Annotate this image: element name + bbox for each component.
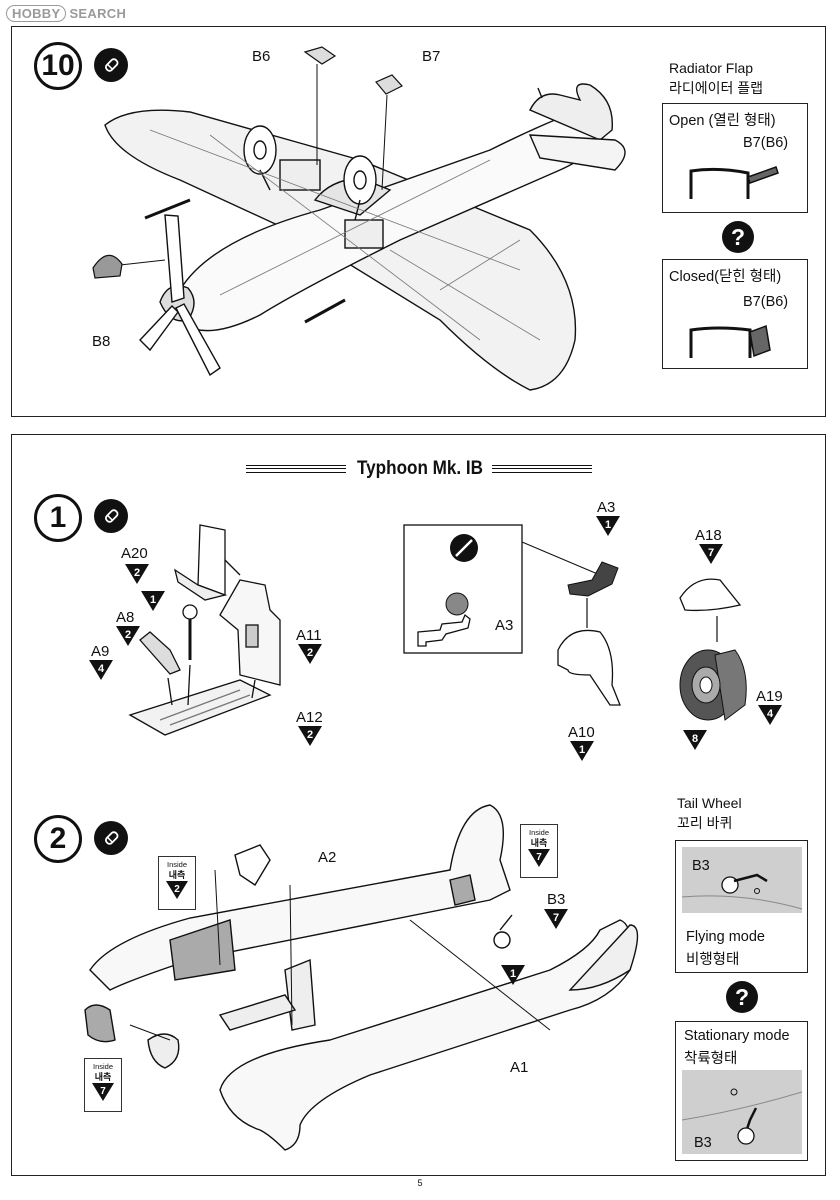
tailwheel-stationary-diagram	[682, 1070, 802, 1154]
qty-badge: 2	[115, 625, 141, 652]
qty-text: 2	[307, 647, 313, 659]
spitfire-assembly-drawing	[92, 46, 626, 391]
part-label-a12: A12	[296, 709, 323, 726]
inside-tag-en: Inside	[166, 860, 187, 869]
glue-icon	[94, 821, 128, 855]
tailwheel-flying-ko: 비행형태	[686, 952, 740, 968]
tailwheel-flying-inset: B3 Flying mode 비행형태	[675, 840, 808, 973]
part-label-b8: B8	[92, 333, 111, 350]
choice-icon: ?	[722, 221, 754, 253]
inside-tag: Inside 내측 7	[84, 1058, 122, 1112]
part-label-b6: B6	[252, 48, 271, 65]
qty-text: 1	[510, 968, 516, 980]
glue-icon	[94, 499, 128, 533]
qty-badge: 4	[88, 659, 114, 686]
inside-tag-en: Inside	[92, 1062, 113, 1071]
inside-tag-badge: 7	[92, 1083, 114, 1101]
tailwheel-stationary-ko: 착륙형태	[684, 1051, 738, 1067]
radiator-title-en: Radiator Flap	[669, 60, 754, 76]
tailwheel-flying-en: Flying mode	[686, 929, 765, 945]
inside-tag-ko: 내측	[168, 870, 186, 880]
radiator-closed-part: B7(B6)	[743, 294, 789, 310]
part-label-a20: A20	[121, 545, 148, 562]
inside-tag-badge: 7	[528, 849, 550, 867]
qty-text: 4	[767, 708, 774, 720]
tailwheel-stationary-part: B3	[694, 1135, 712, 1151]
qty-text: 7	[553, 912, 559, 924]
radiator-open-label: Open (열린 형태)	[669, 113, 776, 129]
inside-tag-en: Inside	[528, 828, 549, 837]
radiator-closed-diagram	[689, 324, 771, 358]
step-10-panel	[11, 26, 826, 417]
qty-text: 1	[605, 519, 611, 531]
radiator-closed-inset: Closed(닫힌 형태) B7(B6)	[662, 259, 808, 369]
title-rule-right	[492, 465, 592, 473]
radiator-open-diagram	[689, 166, 779, 199]
section-title: Typhoon Mk. IB	[356, 458, 484, 479]
glue-icon	[94, 48, 128, 82]
qty-badge: 2	[124, 563, 150, 590]
qty-text: 1	[579, 744, 585, 756]
part-label-a2: A2	[318, 849, 337, 866]
radiator-closed-label: Closed(닫힌 형태)	[669, 269, 782, 285]
qty-text: 8	[692, 733, 698, 745]
qty-badge: 2	[297, 725, 323, 752]
qty-text: 2	[174, 884, 180, 895]
typhoon-panel	[11, 434, 826, 1176]
qty-badge: 1	[595, 515, 621, 542]
typhoon-fuselage-drawing	[84, 804, 639, 1151]
qty-text: 7	[708, 547, 714, 559]
part-label-a8: A8	[116, 609, 135, 626]
radiator-title-ko: 라디에이터 플랩	[669, 80, 764, 96]
watermark-text: SEARCH	[69, 6, 127, 21]
part-label-a9: A9	[91, 643, 110, 660]
qty-text: 4	[98, 663, 105, 675]
qty-text: 7	[100, 1086, 106, 1097]
inside-tag: Inside 내측 2	[158, 856, 196, 910]
page-number: 5	[417, 1178, 423, 1188]
qty-badge: 4	[757, 704, 783, 731]
qty-badge: 7	[543, 908, 569, 935]
part-label-a18: A18	[695, 527, 722, 544]
step-10-number: 10	[34, 42, 82, 90]
part-label-a1: A1	[510, 1059, 529, 1076]
inside-tag-ko: 내측	[530, 838, 548, 848]
part-label-a19: A19	[756, 688, 783, 705]
inside-tag-badge: 2	[166, 881, 188, 899]
tailwheel-stationary-inset: Stationary mode 착륙형태 B3	[675, 1021, 808, 1161]
qty-badge: 2	[297, 643, 323, 670]
tailwheel-flying-diagram	[682, 847, 802, 913]
part-label-a11: A11	[296, 627, 322, 644]
step-2-number: 2	[34, 815, 82, 863]
qty-text: 2	[307, 729, 313, 741]
title-rule-left	[246, 465, 346, 473]
part-label-a3: A3	[597, 499, 616, 516]
tailwheel-title-ko: 꼬리 바퀴	[677, 815, 733, 831]
qty-text: 1	[150, 594, 156, 606]
qty-text: 2	[134, 567, 140, 579]
radiator-open-inset: Open (열린 형태) B7(B6)	[662, 103, 808, 213]
tailwheel-stationary-en: Stationary mode	[684, 1028, 790, 1044]
tailwheel-title-en: Tail Wheel	[677, 795, 742, 811]
radiator-open-part: B7(B6)	[743, 135, 789, 151]
qty-badge: 1	[569, 740, 595, 767]
tailwheel-flying-part: B3	[692, 858, 710, 874]
part-label-b3: B3	[547, 891, 566, 908]
inside-tag: Inside 내측 7	[520, 824, 558, 878]
watermark-logo: HOBBY	[6, 5, 67, 22]
qty-badge: 8	[682, 729, 708, 756]
qty-text: 7	[536, 852, 542, 863]
part-label-a10: A10	[568, 724, 595, 741]
part-label-b7: B7	[422, 48, 441, 65]
step-1-number: 1	[34, 494, 82, 542]
qty-badge: 1	[500, 964, 526, 991]
choice-icon: ?	[726, 981, 758, 1013]
inside-tag-ko: 내측	[94, 1072, 112, 1082]
detail-label-a3: A3	[495, 617, 514, 634]
step-1-drawing	[128, 524, 747, 736]
qty-badge: 7	[698, 543, 724, 570]
qty-text: 2	[125, 629, 131, 641]
qty-badge: 1	[140, 590, 166, 617]
